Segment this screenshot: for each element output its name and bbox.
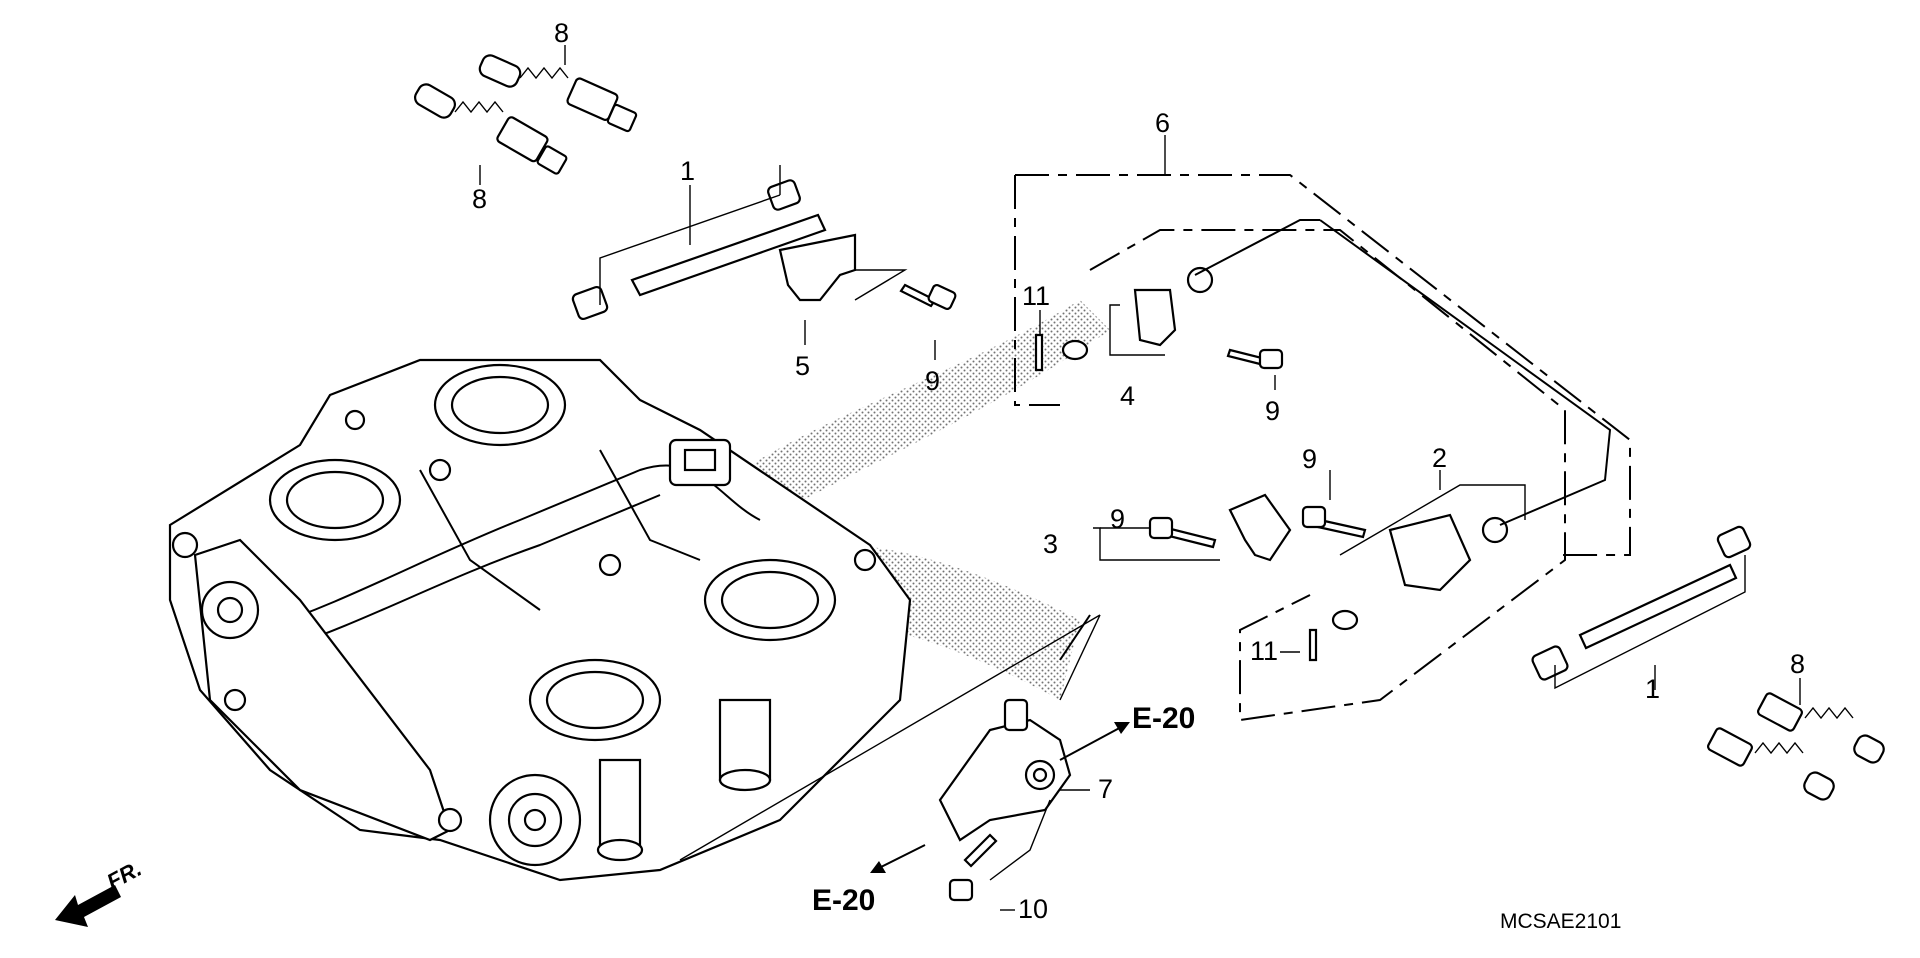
callout-9-c: 9 [1110,504,1125,534]
callout-8-top: 8 [554,18,569,48]
bracket-4 [1109,266,1214,356]
shaft-1-lower [1531,525,1752,690]
callout-1-lower: 1 [1645,674,1660,704]
link-plate-2 [1339,484,1526,592]
injector-8-right-b [1707,727,1835,801]
injector-8-right-a [1757,692,1885,764]
pin-11-b [1308,609,1359,662]
callout-3: 3 [1043,529,1058,559]
injector-8-mid [414,83,568,175]
pin-11-a [1034,333,1089,372]
reference-e20-right[interactable]: E-20 [1132,702,1195,735]
callout-8-mid: 8 [472,184,487,214]
rod-6 [1194,219,1612,526]
callout-9-d: 9 [1302,444,1317,474]
bolt-9-d [1301,505,1367,539]
callout-11-b: 11 [1250,636,1278,666]
shaft-1-upper [571,165,827,321]
e20-arrows [870,722,1130,873]
callout-8-right: 8 [1790,649,1805,679]
guide-lines-block [679,614,1101,861]
callout-9-a: 9 [925,366,940,396]
callout-7: 7 [1098,774,1113,804]
callout-11-a: 11 [1022,281,1050,311]
front-arrow-icon [55,885,121,927]
bolt-9-a [899,283,957,311]
reference-e20-bottom[interactable]: E-20 [812,884,875,917]
sensor-7 [938,614,1091,881]
callout-6: 6 [1155,108,1170,138]
assembly-outline-6 [1014,174,1631,722]
callout-10: 10 [1018,894,1048,924]
callout-1-upper: 1 [680,156,695,186]
bracket-5 [778,233,908,302]
callout-9-b: 9 [1265,396,1280,426]
callout-4: 4 [1120,381,1135,411]
bolt-10 [948,833,998,902]
throttle-body-assembly [168,358,912,882]
link-3 [1228,493,1292,562]
bolt-9-c [1148,516,1217,549]
callout-5: 5 [795,351,810,381]
diagram-code: MCSAE2101 [1500,910,1621,933]
bolt-9-b [1226,348,1284,370]
leader-lines [479,45,1801,911]
injector-8-top [478,54,638,133]
callout-2: 2 [1432,443,1447,473]
